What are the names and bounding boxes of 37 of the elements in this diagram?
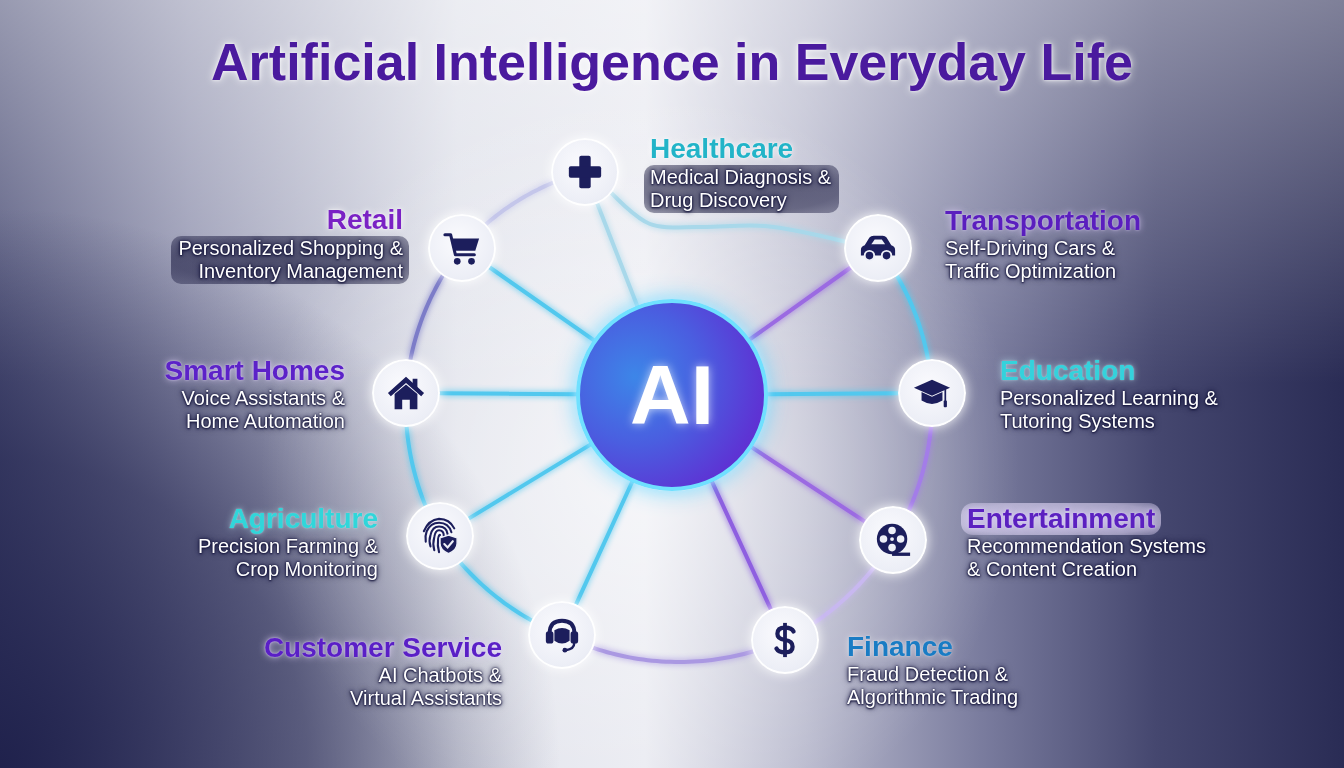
ring-arc [484,180,555,227]
category-description: Personalized Shopping & Inventory Management [171,236,409,284]
category-description: Medical Diagnosis & Drug Discovery [644,165,839,213]
category-heading: Finance [847,631,953,663]
diagram-title: Artificial Intelligence in Everyday Life [211,32,1133,93]
category-description: Personalized Learning & Tutoring Systems [1000,387,1219,433]
spoke-line [487,265,596,342]
spoke-line [574,480,634,607]
category-description: Voice Assistants & Home Automation [180,387,345,433]
ring-arc [591,645,755,664]
ring-arc [458,560,534,623]
ring-arc [895,274,931,362]
ring-arc [609,191,847,244]
ring-arc [408,273,445,362]
category-description: Fraud Detection & Algorithmic Trading [847,663,1020,709]
category-heading: Education [1000,355,1136,387]
spoke-line [595,201,640,308]
spoke-line [766,391,900,397]
spoke-line [710,480,773,612]
category-heading: Smart Homes [164,355,345,387]
category-description: AI Chatbots & Virtual Assistants [349,664,502,710]
category-heading: Customer Service [263,632,502,664]
category-heading: Transportation [945,205,1141,237]
spoke-line [748,265,853,342]
category-description: Recommendation Systems & Content Creation [967,535,1207,581]
ring-arc [812,565,876,625]
category-heading: Healthcare [650,133,794,165]
category-heading: Retail [326,204,403,236]
spoke-line [467,442,592,521]
hub-label: AI [630,353,714,437]
category-description: Precision Farming & Crop Monitoring [196,535,378,581]
ring-arc [404,425,428,508]
ring-arc [906,425,933,512]
spoke-line [750,445,867,524]
category-heading: Agriculture [228,503,378,535]
spoke-line [438,391,578,397]
category-description: Self-Driving Cars & Traffic Optimization [945,237,1118,283]
